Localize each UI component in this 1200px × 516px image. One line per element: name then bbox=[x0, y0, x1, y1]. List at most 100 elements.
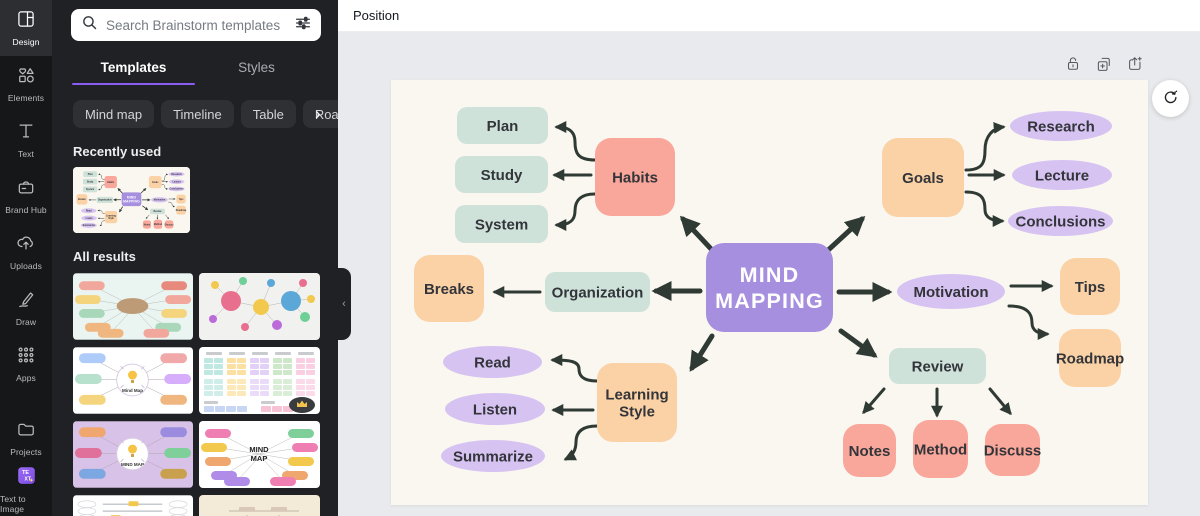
mindmap-node-habits[interactable]: Habits bbox=[104, 176, 117, 189]
mindmap-node-conclusions[interactable]: Conclusions bbox=[168, 186, 185, 192]
mindmap-node-roadmap[interactable]: Roadmap bbox=[176, 205, 187, 215]
mindmap-node-discuss[interactable]: Discuss bbox=[984, 424, 1042, 476]
rail-item-text[interactable]: Text bbox=[0, 112, 52, 168]
mindmap-node-organization[interactable]: Organization bbox=[96, 196, 114, 204]
filter-chip-roadmap[interactable]: Roadmap bbox=[302, 100, 338, 128]
template-thumbnail-4[interactable] bbox=[199, 347, 320, 414]
mindmap-node-motivation[interactable]: Motivation bbox=[151, 197, 168, 203]
mindmap-node-notes[interactable]: Notes bbox=[843, 424, 896, 477]
svg-text:Summarize: Summarize bbox=[453, 448, 533, 465]
mindmap-connector bbox=[550, 354, 599, 383]
mindmap-connector bbox=[99, 220, 106, 227]
tab-styles[interactable]: Styles bbox=[238, 60, 275, 75]
chips-scroll-right-button[interactable]: › bbox=[308, 103, 328, 125]
mindmap-node-goals[interactable]: Goals bbox=[148, 176, 162, 189]
svg-text:Read: Read bbox=[474, 354, 511, 371]
mindmap-node-discuss[interactable]: Discuss bbox=[165, 220, 175, 229]
mindmap-node-study[interactable]: Study bbox=[455, 156, 548, 193]
mindmap-node-system[interactable]: System bbox=[82, 186, 98, 193]
rail-divider bbox=[0, 392, 52, 410]
svg-text:Method: Method bbox=[914, 441, 967, 458]
mindmap-node-system[interactable]: System bbox=[455, 205, 548, 243]
panel-collapse-handle[interactable]: ‹ bbox=[337, 268, 351, 340]
mindmap-node-breaks[interactable]: Breaks bbox=[414, 255, 484, 322]
mindmap-node-listen[interactable]: Listen bbox=[445, 393, 545, 425]
template-thumbnail-1[interactable] bbox=[73, 273, 193, 340]
mindmap-node-motivation[interactable]: Motivation bbox=[897, 274, 1005, 309]
template-thumbnail-5[interactable]: MIND MAP bbox=[73, 421, 193, 488]
mindmap-connector bbox=[145, 214, 150, 219]
mindmap-node-summarize[interactable]: Summarize bbox=[80, 222, 97, 228]
mindmap-node-method[interactable]: Method bbox=[913, 420, 968, 478]
section-title-all-results: All results bbox=[73, 249, 136, 264]
mindmap-connector bbox=[964, 121, 1006, 172]
tab-templates[interactable]: Templates bbox=[72, 54, 195, 85]
rail-item-elements[interactable]: Elements bbox=[0, 56, 52, 112]
mindmap-node-organization[interactable]: Organization bbox=[545, 272, 650, 312]
mindmap-node-review[interactable]: Review bbox=[149, 208, 165, 215]
share-page-icon[interactable] bbox=[1126, 55, 1144, 73]
mindmap-node-review[interactable]: Review bbox=[889, 348, 986, 384]
canva-assistant-button[interactable] bbox=[1152, 80, 1189, 117]
mindmap-node-tips[interactable]: Tips bbox=[1060, 258, 1120, 315]
rail-item-apps[interactable]: Apps bbox=[0, 336, 52, 392]
template-thumbnail-3[interactable]: Mind Map bbox=[73, 347, 193, 414]
template-thumbnail-2[interactable] bbox=[199, 273, 320, 340]
rail-item-draw[interactable]: Draw bbox=[0, 280, 52, 336]
filter-chip-timeline[interactable]: Timeline bbox=[161, 100, 234, 128]
search-input[interactable] bbox=[106, 17, 286, 33]
mindmap-node-read[interactable]: Read bbox=[443, 346, 542, 378]
mindmap-node-summarize[interactable]: Summarize bbox=[441, 440, 545, 472]
filter-chip-mind-map[interactable]: Mind map bbox=[73, 100, 155, 128]
mindmap-node-conclusions[interactable]: Conclusions bbox=[1008, 206, 1113, 236]
text-icon bbox=[16, 121, 36, 146]
svg-text:Conclusions: Conclusions bbox=[170, 189, 185, 191]
mindmap-node-tips[interactable]: Tips bbox=[176, 194, 186, 204]
mindmap-node-goals[interactable]: Goals bbox=[882, 138, 964, 217]
mindmap-node-research[interactable]: Research bbox=[1010, 111, 1112, 141]
filter-chip-table[interactable]: Table bbox=[240, 100, 296, 128]
mindmap-node-read[interactable]: Read bbox=[81, 208, 97, 214]
template-thumbnail-8[interactable] bbox=[199, 495, 320, 516]
rail-item-uploads[interactable]: Uploads bbox=[0, 224, 52, 280]
mindmap-node-plan[interactable]: Plan bbox=[83, 171, 98, 177]
filter-settings-icon[interactable] bbox=[294, 14, 312, 37]
mindmap-connector bbox=[689, 333, 715, 372]
template-thumbnail-7[interactable] bbox=[73, 495, 193, 516]
svg-text:Mind Map: Mind Map bbox=[122, 388, 143, 393]
mindmap-node-roadmap[interactable]: Roadmap bbox=[1056, 329, 1124, 387]
app-rail: Design Elements Text Brand Hub Uploads D… bbox=[0, 0, 52, 516]
mindmap-node-breaks[interactable]: Breaks bbox=[76, 194, 88, 205]
position-button[interactable]: Position bbox=[353, 8, 400, 23]
mindmap-node-lecture[interactable]: Lecture bbox=[168, 179, 185, 185]
svg-text:Conclusions: Conclusions bbox=[1015, 213, 1105, 230]
svg-text:Listen: Listen bbox=[473, 401, 517, 418]
svg-text:Tips: Tips bbox=[179, 199, 184, 201]
svg-text:Goals: Goals bbox=[152, 182, 159, 184]
brand-hub-icon bbox=[16, 177, 36, 202]
duplicate-page-icon[interactable] bbox=[1095, 55, 1113, 73]
mindmap-node-habits[interactable]: Habits bbox=[595, 138, 675, 216]
mindmap-node-notes[interactable]: Notes bbox=[142, 220, 152, 229]
mindmap-node-lecture[interactable]: Lecture bbox=[1012, 160, 1112, 190]
mindmap-node-research[interactable]: Research bbox=[168, 171, 185, 177]
mindmap-node-study[interactable]: Study bbox=[82, 178, 98, 185]
rail-item-design[interactable]: Design bbox=[0, 0, 52, 56]
rail-item-projects[interactable]: Projects bbox=[0, 410, 52, 466]
chevron-left-icon: ‹ bbox=[342, 298, 346, 310]
mindmap-connector bbox=[862, 387, 886, 415]
mindmap-node-method[interactable]: Method bbox=[153, 219, 163, 229]
mindmap-node-listen[interactable]: Listen bbox=[81, 215, 97, 221]
mindmap-node-plan[interactable]: Plan bbox=[457, 107, 548, 144]
rail-item-brand-hub[interactable]: Brand Hub bbox=[0, 168, 52, 224]
mindmap-connector bbox=[119, 206, 123, 213]
lock-page-icon[interactable] bbox=[1064, 55, 1082, 73]
